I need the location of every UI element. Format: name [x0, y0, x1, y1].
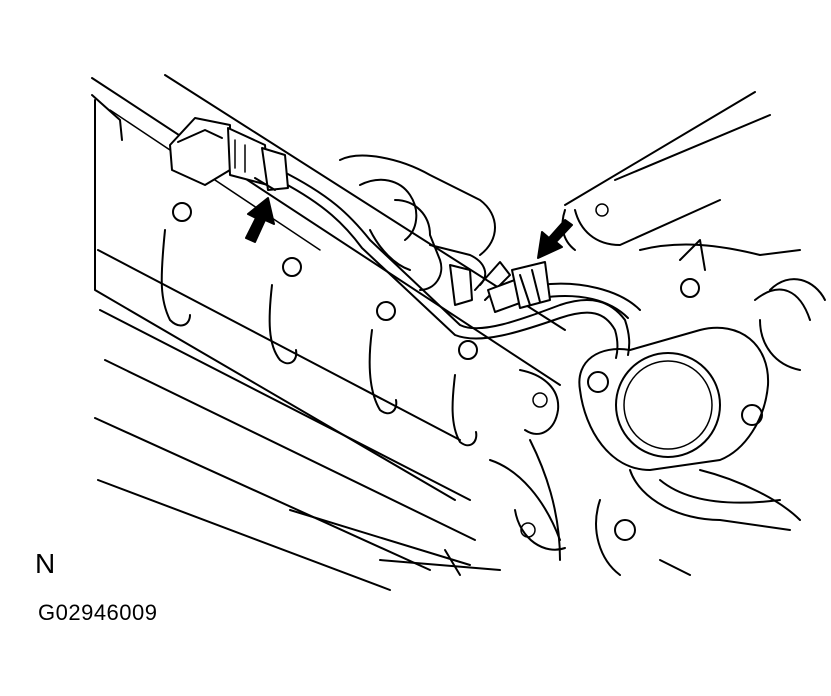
sensor-connector-lower	[487, 261, 551, 313]
installation-arrow-icon	[537, 219, 573, 259]
valve-body	[339, 154, 511, 306]
sensor-connector-upper	[169, 117, 289, 191]
view-label: N	[35, 548, 56, 579]
exhaust-manifold	[514, 91, 826, 576]
figure-id: G02946009	[38, 600, 158, 625]
installation-arrow-icon	[245, 197, 275, 243]
sensor-wire	[279, 169, 641, 359]
engine-block-outline	[91, 74, 566, 591]
